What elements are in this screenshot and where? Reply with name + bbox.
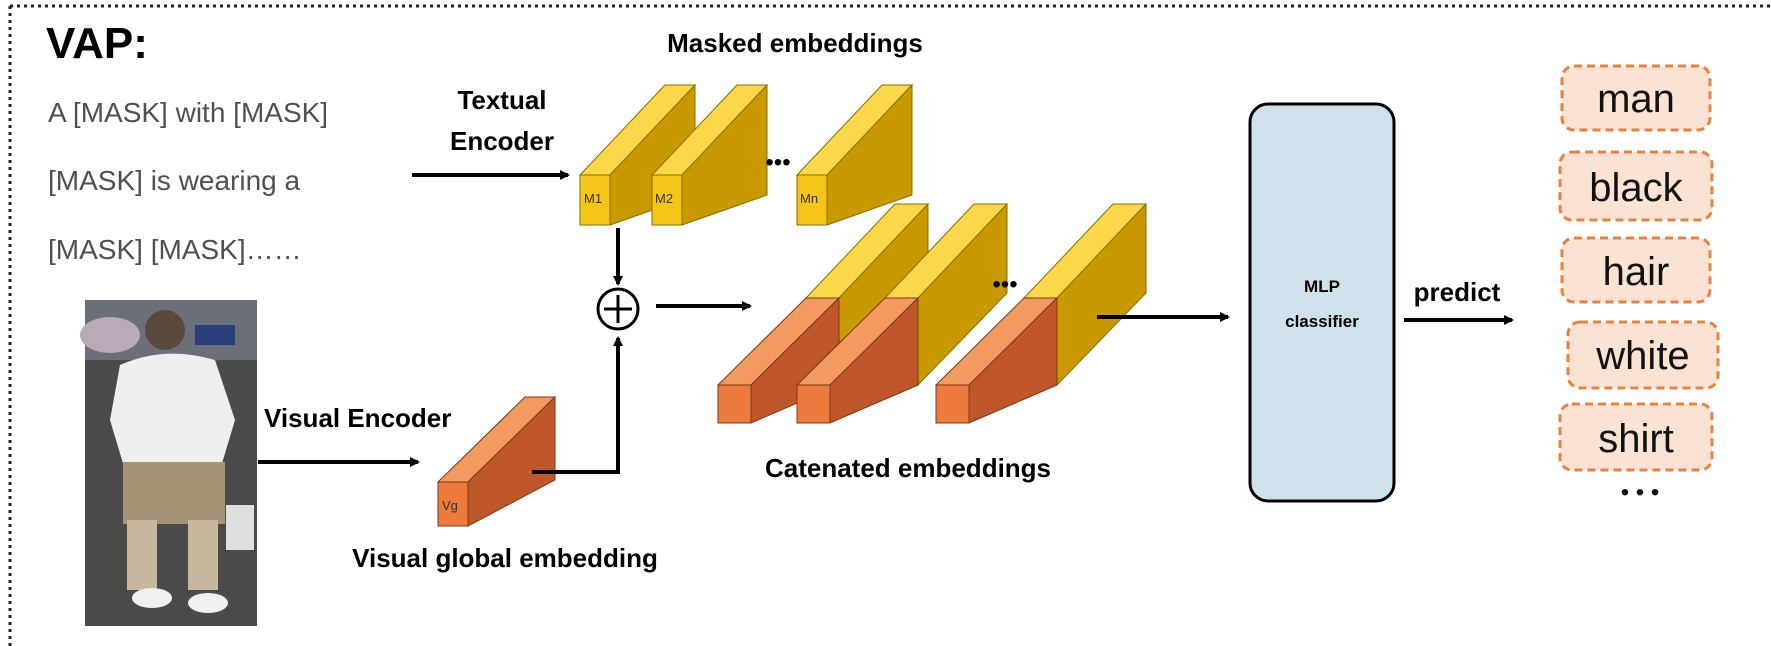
caption-line-1: A [MASK] with [MASK] xyxy=(48,97,328,128)
masked-block-m2: M2 xyxy=(650,83,769,226)
visual-block-vg-label: Vg xyxy=(442,498,458,513)
prediction-white-label: white xyxy=(1595,334,1689,378)
prediction-white: white xyxy=(1566,320,1720,390)
prediction-shirt-label: shirt xyxy=(1598,417,1674,461)
masked-block-m1-label: M1 xyxy=(584,191,602,206)
textual-encoder-label-2: Encoder xyxy=(450,126,554,156)
mlp-label-2: classifier xyxy=(1285,312,1359,331)
masked-block-mn: Mn xyxy=(795,83,914,226)
textual-encoder-label-1: Textual xyxy=(457,85,546,115)
prediction-man-label: man xyxy=(1597,77,1675,121)
masked-block-mn-label: Mn xyxy=(800,191,818,206)
prediction-hair: hair xyxy=(1560,236,1712,304)
prediction-hair-label: hair xyxy=(1603,250,1670,294)
mlp-classifier-box: MLP classifier xyxy=(1248,102,1396,503)
masked-block-m2-label: M2 xyxy=(655,191,673,206)
masked-embeddings-label: Masked embeddings xyxy=(667,28,923,58)
caption-line-2: [MASK] is wearing a xyxy=(48,165,301,196)
dotted-frame xyxy=(8,4,1771,646)
visual-block-vg: Vg xyxy=(436,395,557,527)
diagram-title: VAP: xyxy=(46,19,148,68)
caption-line-3: [MASK] [MASK]…… xyxy=(48,234,302,265)
prediction-man: man xyxy=(1560,64,1712,132)
concat-plus-icon xyxy=(596,287,640,331)
person-photo-icon xyxy=(80,300,257,626)
prediction-black-label: black xyxy=(1589,166,1683,210)
masked-ellipsis: ••• xyxy=(765,149,790,176)
predict-label: predict xyxy=(1414,277,1501,307)
catenated-block-n xyxy=(934,202,1148,424)
catenated-ellipsis: ••• xyxy=(992,271,1017,298)
prediction-shirt: shirt xyxy=(1558,402,1714,472)
mlp-label-1: MLP xyxy=(1304,277,1340,296)
visual-encoder-label: Visual Encoder xyxy=(264,403,451,433)
visual-global-embedding-label: Visual global embedding xyxy=(352,543,658,573)
catenated-embeddings-label: Catenated embeddings xyxy=(765,453,1051,483)
catenated-block-2 xyxy=(795,202,1009,424)
prediction-black: black xyxy=(1558,150,1714,222)
visual-to-plus-arrow xyxy=(532,336,623,474)
predictions-more: • • • xyxy=(1621,479,1660,506)
